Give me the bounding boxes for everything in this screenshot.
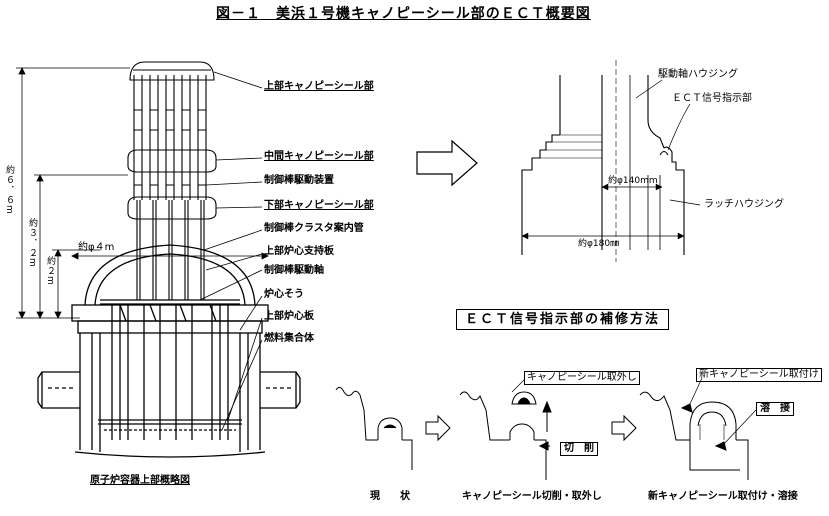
label-remove-canopy-seal: キャノピーシール取外し: [524, 371, 640, 385]
label-fuel-assembly: 燃料集合体: [264, 333, 314, 344]
label-latch-housing: ラッチハウジング: [704, 199, 784, 210]
dimension-lines: [16, 67, 269, 319]
dim-3-2m: 約３．２m: [27, 218, 37, 268]
crdm-tubes: [127, 61, 217, 300]
label-crdm: 制御棒駆動装置: [264, 175, 334, 186]
step-arrow-2: [611, 414, 637, 442]
label-new-canopy-seal: 新キャノピーシール取付け: [696, 368, 822, 382]
label-drive-shaft-housing: 駆動軸ハウジング: [658, 69, 738, 80]
step-arrow-1: [425, 414, 451, 442]
caption-current-state: 現 状: [370, 491, 410, 502]
repair-step-cut: [459, 379, 552, 480]
label-core-barrel: 炉心そう: [264, 289, 304, 300]
dim-phi-140mm: 約φ140mm: [608, 176, 658, 186]
label-middle-canopy-seal: 中間キャノピーシール部: [264, 151, 374, 162]
repair-method-heading: ＥＣＴ信号指示部の補修方法: [456, 309, 670, 330]
page-title: 図－１ 美浜１号機キャノピーシール部のＥＣＴ概要図: [216, 6, 591, 22]
dim-6-6m: 約６．６m: [4, 165, 14, 215]
label-cutting: 切 削: [560, 442, 598, 456]
label-cluster-guide-tube: 制御棒クラスタ案内管: [264, 223, 364, 234]
label-lower-canopy-seal: 下部キャノピーシール部: [264, 200, 374, 211]
repair-step-current: [335, 386, 413, 470]
vessel-caption: 原子炉容器上部概略図: [90, 475, 190, 486]
repair-step-new: [639, 377, 757, 480]
leader-lines: [199, 71, 263, 431]
label-welding: 溶 接: [756, 402, 794, 416]
label-upper-canopy-seal: 上部キャノピーシール部: [264, 81, 374, 92]
dim-2m: 約２m: [45, 256, 55, 286]
label-drive-shaft: 制御棒駆動軸: [264, 265, 324, 276]
dim-phi-180mm: 約φ180㎜: [578, 239, 620, 249]
label-upper-core-plate: 上部炉心板: [264, 311, 314, 322]
caption-new-seal-weld: 新キャノピーシール取付け・溶接: [648, 491, 798, 502]
caption-cut-remove: キャノピーシール切削・取外し: [462, 491, 602, 502]
housing-detail: [521, 60, 701, 262]
vessel-body: [37, 244, 301, 458]
label-upper-core-support: 上部炉心支持板: [264, 246, 334, 257]
big-arrow: [416, 139, 478, 187]
label-ect-indicator: ＥＣＴ信号指示部: [672, 93, 752, 104]
dim-phi-4m: 約φ４m: [78, 242, 115, 253]
